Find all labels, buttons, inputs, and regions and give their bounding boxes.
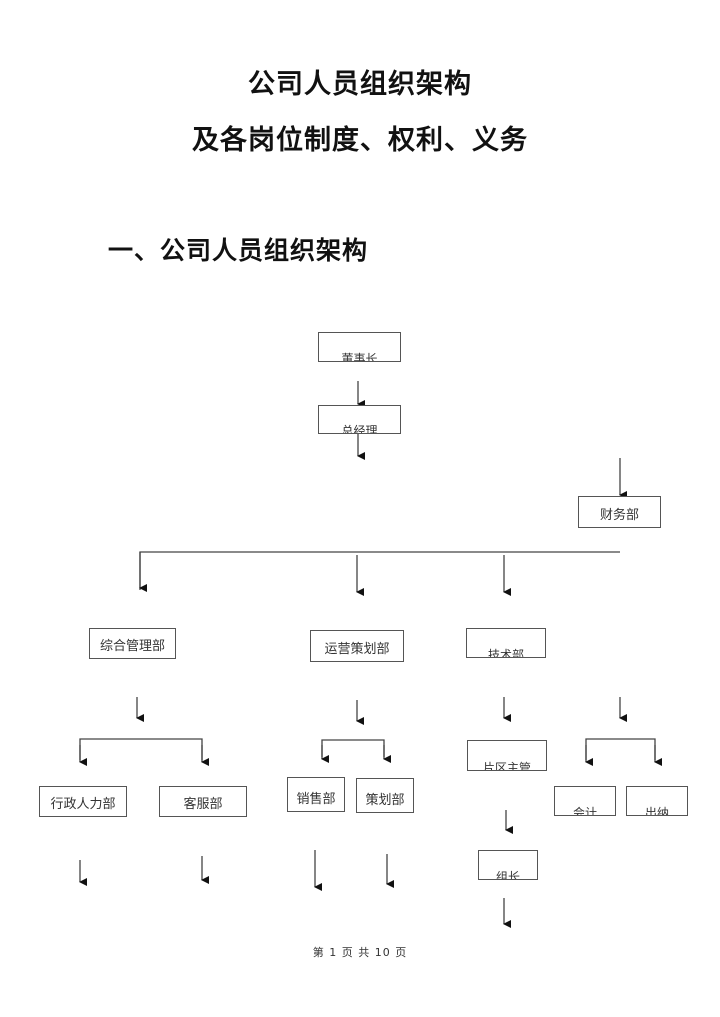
- box-label: 技术部: [487, 648, 524, 658]
- box-accountant: 会计: [554, 786, 616, 816]
- box-regional-supervisor: 片区主管: [467, 740, 547, 771]
- box-chairman: 董事长: [318, 332, 401, 362]
- box-cashier: 出纳: [626, 786, 688, 816]
- branch-finance: [585, 738, 656, 760]
- box-label: 销售部: [296, 792, 336, 807]
- box-customer-service-dept: 客服部: [159, 786, 247, 817]
- box-general-manager: 总经理: [318, 405, 401, 434]
- box-team-leader: 组长: [478, 850, 538, 880]
- branch-operations: [321, 739, 385, 757]
- box-finance-dept: 财务部: [578, 496, 661, 528]
- box-general-admin-dept: 综合管理部: [89, 628, 176, 659]
- box-planning-dept: 策划部: [356, 778, 414, 813]
- box-label: 运营策划部: [324, 642, 390, 657]
- section-heading: 一、公司人员组织架构: [108, 236, 369, 265]
- box-label: 出纳: [644, 806, 669, 816]
- box-label: 客服部: [183, 797, 223, 812]
- box-label: 综合管理部: [99, 639, 165, 654]
- box-label: 行政人力部: [50, 797, 116, 812]
- document-subtitle: 及各岗位制度、权利、义务: [192, 125, 528, 156]
- box-sales-dept: 销售部: [287, 777, 345, 812]
- box-operations-planning-dept: 运营策划部: [310, 630, 404, 662]
- box-admin-hr-dept: 行政人力部: [39, 786, 127, 817]
- box-label: 片区主管: [482, 761, 531, 771]
- box-label: 组长: [495, 870, 520, 880]
- box-label: 总经理: [341, 424, 378, 434]
- box-tech-dept: 技术部: [466, 628, 546, 658]
- box-label: 会计: [572, 806, 597, 816]
- branch-general-admin: [79, 738, 203, 760]
- page-indicator: 第 1 页 共 10 页: [312, 946, 408, 959]
- box-label: 董事长: [341, 352, 378, 362]
- main-branch-line: [139, 551, 620, 590]
- box-label: 策划部: [365, 793, 405, 808]
- box-label: 财务部: [599, 508, 639, 523]
- document-title: 公司人员组织架构: [248, 69, 472, 100]
